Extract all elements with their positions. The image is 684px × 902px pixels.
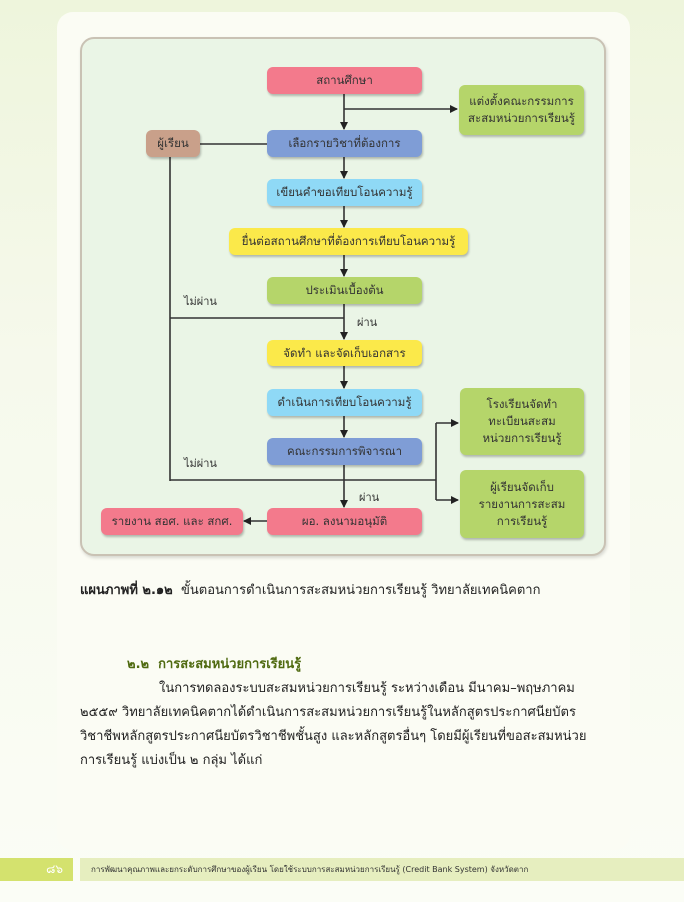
- node-submit: ยื่นต่อสถานศึกษาที่ต้องการเทียบโอนความรู…: [229, 228, 468, 255]
- node-choose-subject: เลือกรายวิชาที่ต้องการ: [267, 130, 422, 157]
- label-fail-1: ไม่ผ่าน: [184, 295, 217, 308]
- node-label: โรงเรียนจัดทำ: [486, 397, 558, 411]
- label-fail-2: ไม่ผ่าน: [184, 457, 217, 470]
- page-number: ๘๖: [0, 858, 73, 881]
- node-label: ประเมินเบื้องต้น: [305, 283, 384, 297]
- node-label: ดำเนินการเทียบโอนความรู้: [277, 395, 412, 409]
- node-label: สถานศึกษา: [316, 73, 373, 87]
- section-heading: ๒.๒ การสะสมหน่วยการเรียนรู้: [127, 657, 302, 672]
- node-appoint-committee: แต่งตั้งคณะกรรมการ สะสมหน่วยการเรียนรู้: [459, 85, 584, 135]
- node-label: ผอ. ลงนามอนุมัติ: [301, 514, 388, 528]
- paragraph-line: ๒๕๕๙ วิทยาลัยเทคนิคตากได้ดำเนินการสะสมหน…: [80, 705, 576, 720]
- node-label: รายงาน สอศ. และ สกศ.: [111, 514, 233, 528]
- node-initial-assessment: ประเมินเบื้องต้น: [267, 277, 422, 304]
- node-label: รายงานการสะสม: [478, 496, 566, 511]
- paragraph-line: ในการทดลองระบบสะสมหน่วยการเรียนรู้ ระหว่…: [159, 681, 575, 696]
- node-label: แต่งตั้งคณะกรรมการ: [469, 94, 574, 108]
- node-label: เขียนคำขอเทียบโอนความรู้: [276, 185, 413, 199]
- node-label: ยื่นต่อสถานศึกษาที่ต้องการเทียบโอนความรู…: [241, 234, 456, 248]
- node-learner-keep: ผู้เรียนจัดเก็บ รายงานการสะสม การเรียนรู…: [460, 470, 584, 538]
- node-label: จัดทำ และจัดเก็บเอกสาร: [283, 345, 406, 360]
- node-prepare-docs: จัดทำ และจัดเก็บเอกสาร: [267, 340, 422, 366]
- node-label: สะสมหน่วยการเรียนรู้: [468, 111, 575, 125]
- label-pass-2: ผ่าน: [359, 491, 380, 504]
- paragraph-line: วิชาชีพหลักสูตรประกาศนียบัตรวิชาชีพชั้นส…: [80, 729, 587, 744]
- node-committee-review: คณะกรรมการพิจารณา: [267, 438, 422, 465]
- section-paragraph: ในการทดลองระบบสะสมหน่วยการเรียนรู้ ระหว่…: [80, 677, 607, 773]
- node-director-approve: ผอ. ลงนามอนุมัติ: [267, 508, 422, 535]
- node-label: คณะกรรมการพิจารณา: [286, 444, 403, 458]
- paragraph-line: การเรียนรู้ แบ่งเป็น ๒ กลุ่ม ได้แก่: [80, 753, 263, 768]
- node-write-request: เขียนคำขอเทียบโอนความรู้: [267, 179, 422, 206]
- node-transfer: ดำเนินการเทียบโอนความรู้: [267, 389, 422, 416]
- node-learner: ผู้เรียน: [146, 130, 200, 157]
- node-report: รายงาน สอศ. และ สกศ.: [101, 508, 243, 535]
- figure-caption: แผนภาพที่ ๒.๑๒ ขั้นตอนการดำเนินการสะสมหน…: [80, 579, 540, 600]
- node-school-register: โรงเรียนจัดทำ ทะเบียนสะสม หน่วยการเรียนร…: [460, 388, 584, 455]
- footer-title: การพัฒนาคุณภาพและยกระดับการศึกษาของผู้เร…: [80, 858, 684, 881]
- node-label: เลือกรายวิชาที่ต้องการ: [288, 136, 401, 150]
- node-label: ผู้เรียน: [157, 136, 189, 150]
- caption-label: แผนภาพที่ ๒.๑๒: [80, 583, 173, 598]
- node-label: หน่วยการเรียนรู้: [482, 431, 562, 445]
- node-label: การเรียนรู้: [496, 513, 548, 528]
- footer-title-text: การพัฒนาคุณภาพและยกระดับการศึกษาของผู้เร…: [91, 865, 529, 874]
- node-school: สถานศึกษา: [267, 67, 422, 94]
- node-label: ผู้เรียนจัดเก็บ: [490, 479, 554, 494]
- node-label: ทะเบียนสะสม: [488, 414, 556, 428]
- label-pass-1: ผ่าน: [357, 316, 378, 329]
- caption-text: ขั้นตอนการดำเนินการสะสมหน่วยการเรียนรู้ …: [181, 583, 541, 598]
